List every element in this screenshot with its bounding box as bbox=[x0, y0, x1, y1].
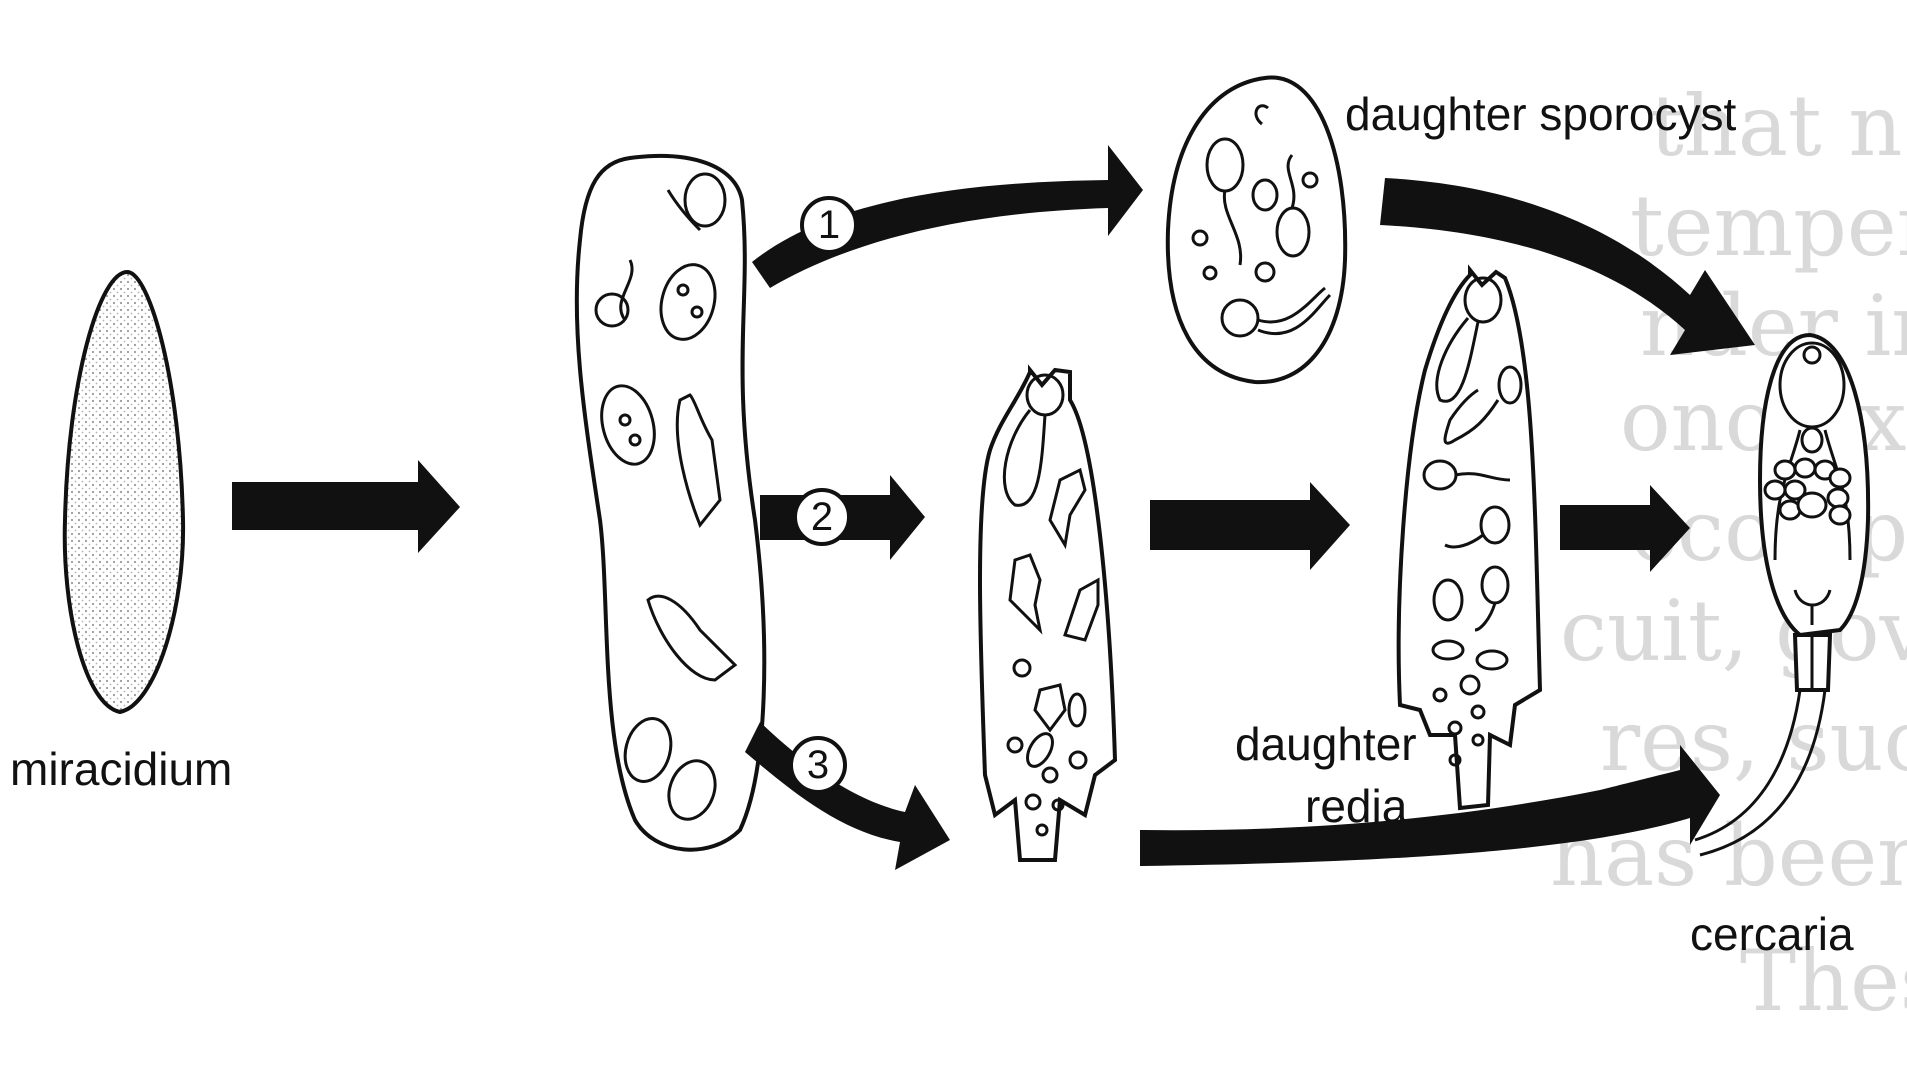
gland-cell bbox=[1830, 469, 1850, 487]
pathway-3-arrow bbox=[745, 722, 950, 870]
mother-sporocyst bbox=[577, 156, 765, 850]
arrow-to-daughter-redia bbox=[1150, 482, 1350, 570]
bleed-line: res, such bbox=[1600, 692, 1907, 790]
daughter-sporocyst bbox=[1168, 78, 1345, 383]
pathway-3-number: 3 bbox=[807, 743, 829, 787]
miracidium-label: miracidium bbox=[10, 743, 232, 795]
cercaria-label: cercaria bbox=[1690, 908, 1854, 960]
daughter-redia-label-line1: daughter bbox=[1235, 718, 1417, 770]
gland-cell bbox=[1795, 459, 1815, 477]
arrow-to-sporocyst bbox=[232, 460, 460, 553]
image-mask bbox=[920, 866, 1410, 882]
pathway-2-number: 2 bbox=[811, 495, 833, 539]
bleed-line: temper bbox=[1630, 177, 1907, 275]
gland-cell bbox=[1775, 461, 1795, 479]
redia bbox=[980, 370, 1115, 860]
gland-cell bbox=[1828, 489, 1848, 507]
ventral-sucker bbox=[1798, 493, 1826, 517]
daughter-redia bbox=[1399, 270, 1540, 808]
pathway-1-number: 1 bbox=[818, 203, 840, 247]
miracidium-body bbox=[65, 272, 183, 712]
gland-cell bbox=[1765, 481, 1785, 499]
daughter-sporocyst-body bbox=[1168, 78, 1345, 383]
daughter-sporocyst-label: daughter sporocyst bbox=[1345, 88, 1736, 140]
daughter-redia-body bbox=[1399, 270, 1540, 808]
gland-cell bbox=[1830, 506, 1850, 524]
